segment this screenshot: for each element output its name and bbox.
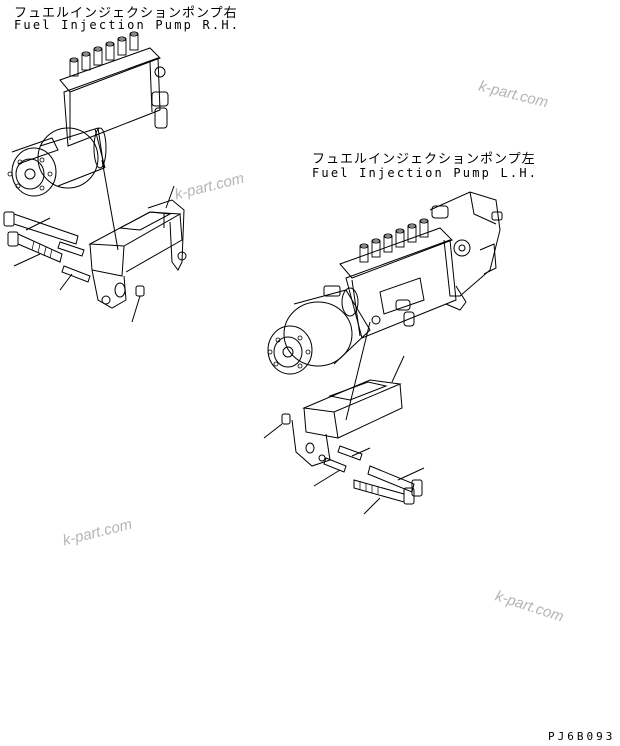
- lh-leader-lines: [263, 355, 425, 515]
- rh-bolt-short: [7, 231, 63, 263]
- rh-injection-pump: [7, 31, 169, 197]
- rh-bracket: [88, 199, 187, 309]
- lh-bolt-long: [353, 479, 415, 505]
- lh-nut: [281, 413, 291, 425]
- rh-alignment-line: [101, 159, 119, 251]
- rh-dowel-pin: [57, 241, 91, 283]
- lh-injection-pump: [267, 191, 503, 375]
- rh-label-en: Fuel Injection Pump R.H.: [14, 18, 241, 32]
- lh-bracket: [291, 379, 403, 467]
- rh-leader-lines: [13, 185, 175, 323]
- rh-label-jp: フュエルインジェクションポンプ右: [14, 6, 238, 21]
- rh-nut: [135, 285, 145, 297]
- lh-alignment-line: [345, 321, 371, 421]
- lh-label-jp: フュエルインジェクションポンプ左: [312, 152, 536, 167]
- lh-bolt-short: [367, 465, 423, 497]
- drawing-code: PJ6B093: [548, 730, 616, 743]
- rh-bolt-long: [3, 211, 79, 245]
- lh-dowel-pin: [323, 445, 363, 473]
- lh-label-en: Fuel Injection Pump L.H.: [312, 166, 539, 180]
